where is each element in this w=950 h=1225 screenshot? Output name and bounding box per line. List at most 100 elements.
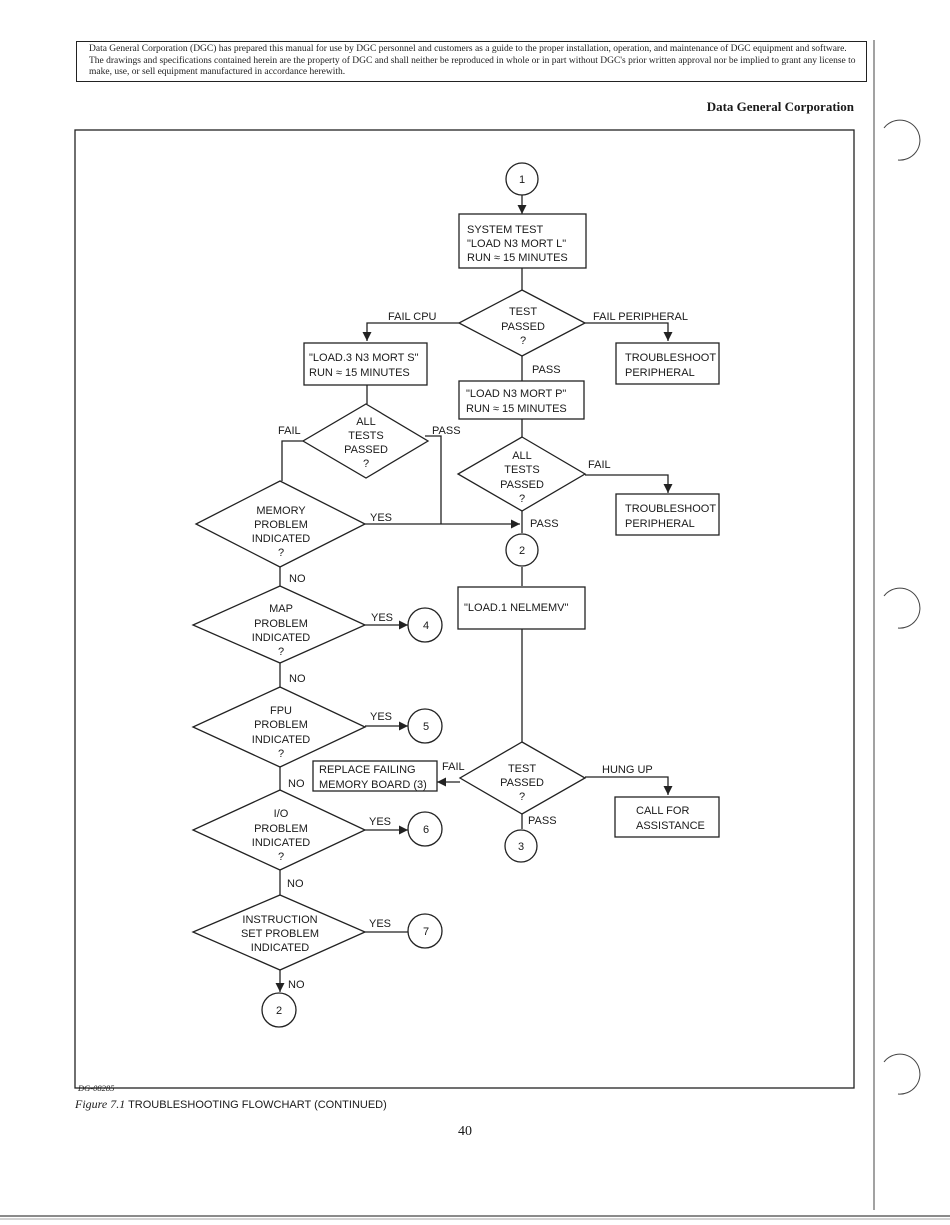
decision-text: ? <box>278 851 284 863</box>
box-loadp: "LOAD N3 MORT P" RUN ≈ 15 MINUTES <box>458 380 585 420</box>
decision-text: ? <box>278 748 284 760</box>
flow-line <box>362 322 459 341</box>
decision-text: PASSED <box>501 321 545 333</box>
decision-text: ? <box>519 493 525 505</box>
decision-text: ALL <box>512 450 532 462</box>
binder-hole-icon <box>883 587 921 629</box>
proprietary-notice: Data General Corporation (DGC) has prepa… <box>76 41 867 82</box>
figure-caption: Figure 7.1 TROUBLESHOOTING FLOWCHART (CO… <box>75 1097 387 1112</box>
decision-text: PROBLEM <box>254 618 308 630</box>
connector-3: 3 <box>504 829 538 863</box>
box-text: RUN ≈ 15 MINUTES <box>467 252 568 264</box>
decision-text: PROBLEM <box>254 719 308 731</box>
box-troubleshoot-peripheral-2: TROUBLESHOOT PERIPHERAL <box>615 493 720 536</box>
connector-4: 4 <box>407 607 443 643</box>
label-fail: FAIL <box>442 761 465 773</box>
decision-text: ? <box>278 547 284 559</box>
box-text: PERIPHERAL <box>625 367 695 379</box>
page-number: 40 <box>458 1124 472 1139</box>
figure-label: Figure 7.1 <box>75 1097 126 1111</box>
decision-io-problem: I/O PROBLEM INDICATED ? <box>191 789 367 871</box>
label-hung-up: HUNG UP <box>602 764 653 776</box>
box-text: "LOAD.3 N3 MORT S" <box>309 352 419 364</box>
label-pass: PASS <box>532 364 561 376</box>
figure-title: TROUBLESHOOTING FLOWCHART (CONTINUED) <box>128 1099 387 1111</box>
box-call-assistance: CALL FOR ASSISTANCE <box>614 796 720 838</box>
decision-all-tests-left: ALL TESTS PASSED ? <box>301 403 430 479</box>
label-no: NO <box>288 979 305 991</box>
decision-text: ? <box>278 646 284 658</box>
box-replace-memory: REPLACE FAILING MEMORY BOARD (3) <box>312 760 438 792</box>
label-yes: YES <box>371 612 393 624</box>
flow-line <box>425 435 442 524</box>
connector-number: 2 <box>276 1005 282 1017</box>
decision-text: PROBLEM <box>254 519 308 531</box>
decision-text: TESTS <box>504 464 539 476</box>
box-text: REPLACE FAILING <box>319 764 416 776</box>
flow-line <box>585 776 673 795</box>
connector-number: 6 <box>423 824 429 836</box>
connector-number: 7 <box>423 926 429 938</box>
decision-text: TEST <box>509 306 537 318</box>
box-text: "LOAD N3 MORT P" <box>466 388 566 400</box>
box-load1: "LOAD.1 NELMEMV" <box>457 586 586 630</box>
company-name: Data General Corporation <box>706 99 854 114</box>
flow-line <box>281 440 303 481</box>
label-fail-peripheral: FAIL PERIPHERAL <box>593 311 688 323</box>
label-fail-cpu: FAIL CPU <box>388 311 437 323</box>
label-yes: YES <box>369 816 391 828</box>
decision-text: PASSED <box>344 444 388 456</box>
box-text: TROUBLESHOOT <box>625 503 716 515</box>
decision-text: ? <box>363 458 369 470</box>
decision-test-passed-2: TEST PASSED ? <box>458 741 587 815</box>
connector-2-bottom: 2 <box>261 992 297 1028</box>
label-no: NO <box>287 878 304 890</box>
binder-hole-icon <box>883 1053 921 1095</box>
box-load3: "LOAD.3 N3 MORT S" RUN ≈ 15 MINUTES <box>303 342 428 386</box>
decision-text: INDICATED <box>252 734 311 746</box>
decision-text: MAP <box>269 603 293 615</box>
connector-1-top: 1 <box>505 162 539 196</box>
decision-text: PROBLEM <box>254 823 308 835</box>
decision-text: PASSED <box>500 479 544 491</box>
label-yes: YES <box>369 918 391 930</box>
decision-text: ALL <box>356 416 376 428</box>
connector-number: 1 <box>519 174 525 186</box>
flow-line <box>585 474 673 493</box>
decision-text: ? <box>520 335 526 347</box>
decision-test-passed-1: TEST PASSED ? <box>457 289 587 357</box>
label-yes: YES <box>370 711 392 723</box>
decision-text: MEMORY <box>256 505 306 517</box>
decision-text: FPU <box>270 705 292 717</box>
decision-map-problem: MAP PROBLEM INDICATED ? <box>191 585 367 664</box>
decision-text: TESTS <box>348 430 383 442</box>
connector-number: 4 <box>423 620 429 632</box>
binder-hole-icon <box>883 119 921 161</box>
decision-instruction-set: INSTRUCTION SET PROBLEM INDICATED <box>191 894 367 971</box>
box-text: "LOAD.1 NELMEMV" <box>464 602 568 614</box>
box-text: ASSISTANCE <box>636 820 705 832</box>
decision-text: INSTRUCTION <box>242 914 317 926</box>
figure-frame <box>74 129 855 1089</box>
label-fail: FAIL <box>278 425 301 437</box>
document-number: DG-08285 <box>78 1083 115 1093</box>
connector-number: 3 <box>518 841 524 853</box>
decision-text: ? <box>519 791 525 803</box>
label-no: NO <box>288 778 305 790</box>
decision-text: INDICATED <box>252 533 311 545</box>
label-no: NO <box>289 673 306 685</box>
label-yes: YES <box>370 512 392 524</box>
decision-text: TEST <box>508 763 536 775</box>
decision-fpu-problem: FPU PROBLEM INDICATED ? <box>191 686 367 768</box>
label-fail: FAIL <box>588 459 611 471</box>
box-text: TROUBLESHOOT <box>625 352 716 364</box>
label-pass: PASS <box>530 518 559 530</box>
decision-text: SET PROBLEM <box>241 928 319 940</box>
decision-text: I/O <box>274 808 289 820</box>
decision-text: INDICATED <box>252 837 311 849</box>
flow-lines <box>275 195 673 992</box>
flow-line <box>585 322 673 341</box>
box-system-test: SYSTEM TEST "LOAD N3 MORT L" RUN ≈ 15 MI… <box>458 213 587 269</box>
